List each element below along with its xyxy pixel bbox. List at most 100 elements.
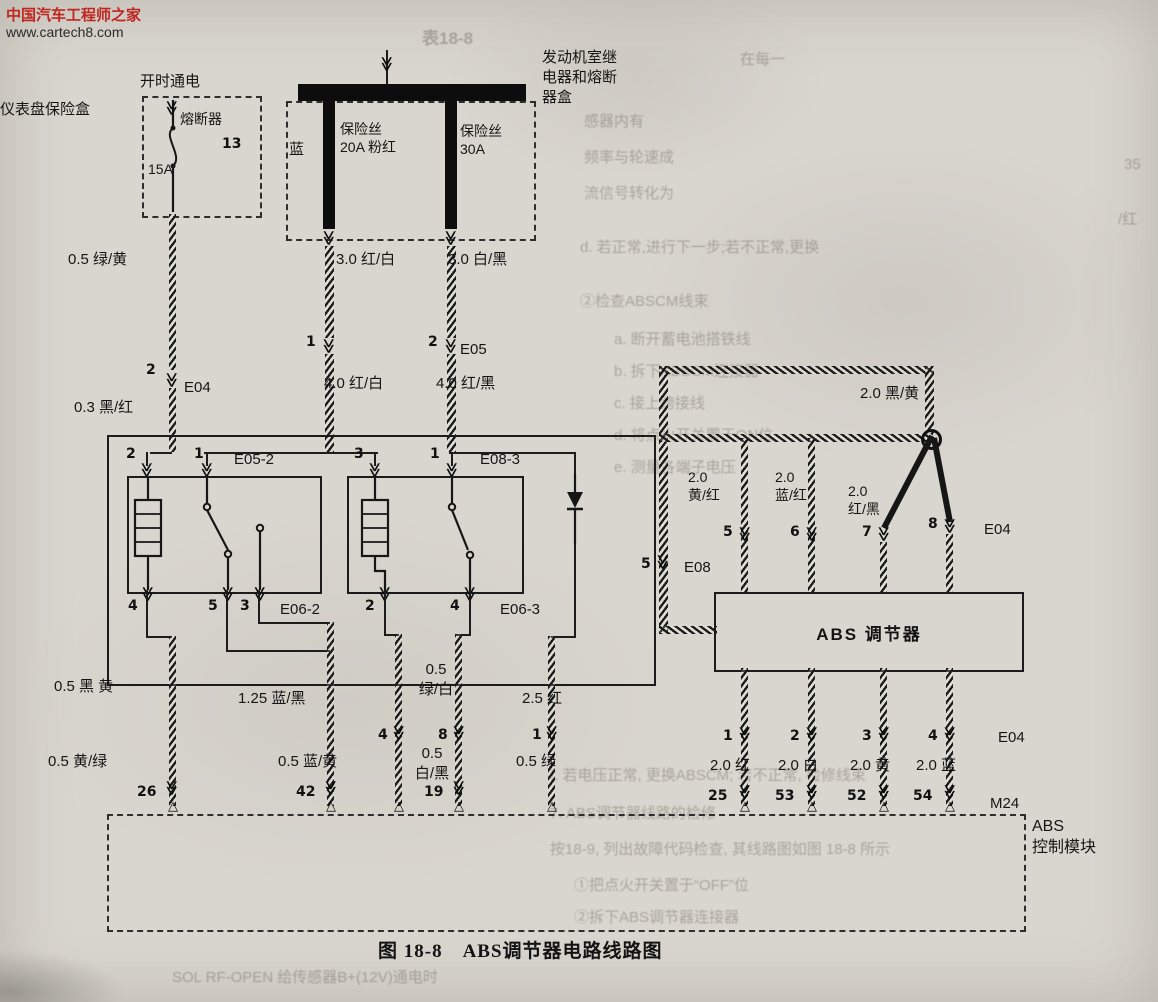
- pin-number: 3: [862, 728, 872, 744]
- connector-chevron-icon: ≫: [654, 554, 672, 570]
- connector-chevron-icon: ≫: [941, 784, 959, 800]
- wire-segment: [386, 50, 388, 84]
- relay1-box: [127, 476, 322, 594]
- power-when-on-label: 开时通电: [140, 73, 201, 90]
- fuse-20a-label: 保险丝 20A 粉红: [340, 121, 397, 156]
- connector-label: E04: [998, 729, 1025, 746]
- connector-chevron-icon: ≫: [450, 780, 468, 796]
- wire-yellow-red: [741, 438, 748, 592]
- pin-number: 5: [641, 556, 651, 572]
- connector-chevron-icon: ≫: [941, 518, 959, 534]
- wire-red-white-30: [325, 246, 334, 338]
- connector-chevron-icon: ≫: [163, 372, 181, 388]
- connector-chevron-icon: ≫: [251, 586, 269, 602]
- connector-chevron-icon: ≫: [875, 526, 893, 542]
- pin-number: 1: [194, 446, 204, 462]
- connector-chevron-icon: ≫: [803, 726, 821, 742]
- connector-label: E05-2: [234, 451, 275, 468]
- connector-label: E05: [460, 341, 487, 358]
- wire-segment: [574, 544, 576, 636]
- bleedthrough-text: e. 测量各端子电压: [614, 459, 736, 476]
- pin-number: 3: [354, 446, 364, 462]
- wire-segment: [574, 452, 576, 476]
- wire-segment: [374, 452, 376, 466]
- pin-number: 1: [723, 728, 733, 744]
- wire-label: 2.0 白: [778, 757, 819, 774]
- wire-segment: [469, 590, 471, 634]
- bleedthrough-text: ①把点火开关置于“OFF”位: [574, 877, 749, 894]
- wire-blue-yellow: [327, 622, 334, 806]
- wire-white-20: [808, 668, 815, 806]
- bleedthrough-text: 频率与轮速成: [584, 149, 675, 166]
- connector-label: E06-2: [280, 601, 321, 618]
- wire-green-white: [455, 634, 462, 806]
- pin-number: 2: [428, 334, 438, 350]
- wire-segment: [146, 636, 172, 638]
- wire-segment: [206, 452, 208, 466]
- fuse-wire-20a: [323, 101, 335, 229]
- wire-black-yellow: [659, 366, 933, 374]
- pin-number: 7: [862, 524, 872, 540]
- bleedthrough-text: 流信号转化为: [584, 185, 675, 202]
- wire-label: 0.5 黄/绿: [48, 753, 108, 770]
- wire-label: 0.5 白/黑: [414, 745, 450, 782]
- wire-label: 2.0 蓝: [916, 757, 957, 774]
- wire-segment: [226, 590, 228, 650]
- connector-chevron-icon: ≫: [736, 726, 754, 742]
- connector-chevron-icon: ≫: [378, 56, 396, 72]
- abs-control-module-label: ABS 控制模块: [1032, 818, 1097, 857]
- wire-label: 0.3 黑/红: [74, 399, 134, 416]
- fuse-30a-label: 保险丝 30A: [460, 123, 502, 158]
- bleedthrough-text: ②检查ABSCM线束: [580, 293, 709, 310]
- wire-e04-p8: [946, 534, 953, 592]
- pin-number: 6: [790, 524, 800, 540]
- wire-label: 0.5 黑 黄: [54, 678, 114, 695]
- wire-label: 1.25 蓝/黑: [238, 690, 306, 707]
- wire-segment: [146, 452, 148, 466]
- connector-chevron-icon: ≫: [803, 784, 821, 800]
- wire-label: 4.0 红/黑: [436, 375, 496, 392]
- connector-chevron-icon: ≫: [941, 726, 959, 742]
- connector-chevron-icon: ≫: [875, 784, 893, 800]
- connector-chevron-icon: ≫: [442, 230, 460, 246]
- pin-number: 13: [222, 136, 242, 152]
- relay2-box: [347, 476, 524, 594]
- wire-label: 0.5 绿/白: [418, 661, 454, 698]
- pin-number: 4: [928, 728, 938, 744]
- connector-label: E04: [184, 379, 211, 396]
- terminal-triangle-icon: △: [879, 799, 889, 814]
- wire-label: 2.0 黄/红: [688, 469, 720, 504]
- pin-number: 1: [532, 727, 542, 743]
- wire-segment: [226, 650, 330, 652]
- wire-segment: [457, 634, 471, 636]
- bleedthrough-text: a. 断开蓄电池搭铁线: [614, 331, 751, 348]
- wire-label: 2.0 红: [710, 757, 751, 774]
- pin-number: 2: [365, 598, 375, 614]
- wire-green: [548, 636, 555, 806]
- pin-number: 25: [708, 788, 728, 804]
- harness-branch-lines: [881, 434, 953, 530]
- pin-number: 5: [723, 524, 733, 540]
- connector-chevron-icon: ≫: [803, 526, 821, 542]
- bleedthrough-text: 按18-9, 列出故障代码检查, 其线路图如图 18-8 所示: [550, 841, 891, 858]
- wire-segment: [204, 452, 378, 454]
- terminal-triangle-icon: △: [326, 799, 336, 814]
- terminal-triangle-icon: △: [454, 799, 464, 814]
- fuse-rating-label: 15A: [148, 161, 173, 177]
- wire-label: 3.0 白/黑: [448, 251, 508, 268]
- bleedthrough-text: 35: [1124, 156, 1141, 173]
- wire-blue-red: [808, 438, 815, 592]
- pin-number: 5: [208, 598, 218, 614]
- wire-label: 2.5 红: [522, 690, 563, 707]
- connector-chevron-icon: ≫: [139, 586, 157, 602]
- abs-regulator-label: ABS 调节器: [816, 624, 922, 644]
- busbar: [298, 84, 526, 101]
- connector-chevron-icon: ≫: [736, 526, 754, 542]
- terminal-triangle-icon: △: [740, 799, 750, 814]
- connector-chevron-icon: ≫: [163, 780, 181, 796]
- wire-label: 蓝: [289, 141, 305, 158]
- wire-label: 2.0 蓝/红: [775, 469, 807, 504]
- wire-label: 0.5 绿/黄: [68, 251, 128, 268]
- wire-segment: [451, 452, 453, 466]
